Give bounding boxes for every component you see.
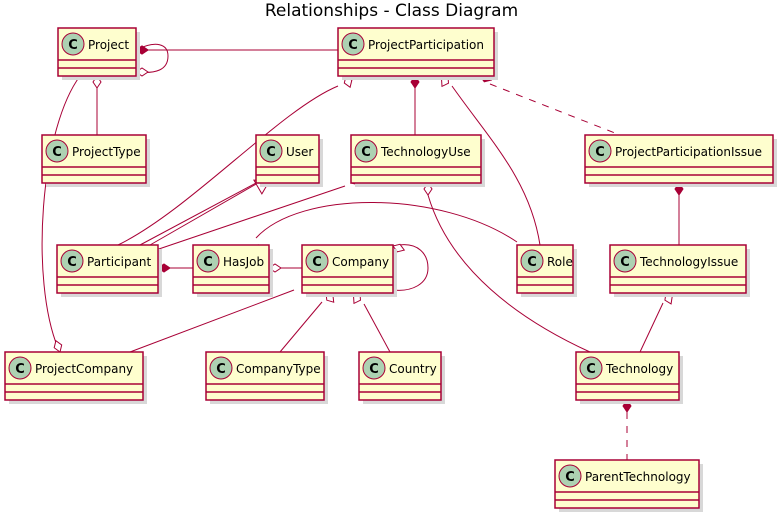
class-parent-technology: C ParentTechnology	[554, 459, 703, 512]
class-c-icon	[362, 356, 386, 380]
relations-layer	[41, 43, 680, 460]
class-has-job: C HasJob	[192, 244, 273, 297]
class-c-icon	[354, 139, 378, 163]
class-technology-use: C TechnologyUse	[350, 134, 485, 187]
relation-hasjob-role	[255, 202, 518, 243]
class-name: Company	[332, 255, 389, 269]
class-c-icon	[259, 139, 283, 163]
class-name: ProjectParticipation	[368, 38, 484, 52]
class-project-type: C ProjectType	[41, 134, 150, 187]
class-badge-letter: C	[620, 255, 630, 270]
class-badge-letter: C	[266, 145, 276, 160]
relation-project-company	[41, 75, 81, 349]
class-c-icon	[588, 139, 612, 163]
class-badge-letter: C	[565, 470, 575, 485]
class-badge-letter: C	[15, 362, 25, 377]
class-badge-letter: C	[203, 255, 213, 270]
class-technology: C Technology	[575, 351, 683, 404]
class-technology-issue: C TechnologyIssue	[609, 244, 750, 297]
class-c-icon	[558, 464, 582, 488]
class-c-icon	[613, 249, 637, 273]
class-name: ParentTechnology	[585, 470, 691, 484]
class-name: Role	[547, 255, 573, 269]
class-name: Participant	[87, 255, 152, 269]
class-badge-letter: C	[527, 255, 537, 270]
relation-project-self	[135, 43, 169, 73]
relation-company-self	[392, 244, 429, 291]
class-name: ProjectType	[72, 145, 141, 159]
relation-company-companytype	[279, 301, 323, 353]
relation-company-projectcompany	[129, 289, 295, 353]
class-badge-letter: C	[216, 362, 226, 377]
relation-technologyuse-technology	[427, 194, 591, 353]
class-c-icon	[45, 139, 69, 163]
class-box	[584, 134, 774, 184]
class-user: C User	[255, 134, 323, 187]
diagram-title: Relationships - Class Diagram	[264, 1, 519, 21]
class-badge-letter: C	[348, 38, 358, 53]
relation-pp-ppissue	[489, 83, 621, 136]
class-badge-letter: C	[68, 38, 78, 53]
relation-technologyuse-participant	[149, 185, 346, 253]
class-c-icon	[8, 356, 32, 380]
class-badge-letter: C	[67, 255, 77, 270]
class-company: C Company	[301, 244, 397, 297]
class-c-icon	[305, 249, 329, 273]
class-c-icon	[520, 249, 544, 273]
class-company-type: C CompanyType	[205, 351, 328, 404]
relation-user-participant-a	[139, 182, 257, 246]
relation-user-participant-b	[149, 182, 259, 246]
class-country: C Country	[358, 351, 445, 404]
class-c-icon	[209, 356, 233, 380]
relation-company-country	[363, 303, 391, 353]
class-name: CompanyType	[236, 362, 321, 376]
class-name: Country	[389, 362, 437, 376]
class-badge-letter: C	[586, 362, 596, 377]
class-name: TechnologyIssue	[639, 255, 738, 269]
class-c-icon	[60, 249, 84, 273]
class-badge-letter: C	[369, 362, 379, 377]
class-badge-letter: C	[52, 145, 62, 160]
class-box	[337, 27, 495, 77]
class-c-icon	[579, 356, 603, 380]
class-badge-letter: C	[595, 145, 605, 160]
class-c-icon	[196, 249, 220, 273]
class-badge-letter: C	[361, 145, 371, 160]
class-name: Project	[88, 38, 129, 52]
class-name: HasJob	[223, 255, 264, 269]
class-project-participation: C ProjectParticipation	[337, 27, 498, 80]
class-project-company: C ProjectCompany	[4, 351, 147, 404]
relation-pp-participant	[117, 85, 339, 246]
class-name: TechnologyUse	[380, 145, 471, 159]
class-role: C Role	[516, 244, 577, 297]
class-name: Technology	[605, 362, 673, 376]
class-project-participation-issue: C ProjectParticipationIssue	[584, 134, 777, 187]
class-project: C Project	[57, 27, 140, 80]
aggregation-diamond-project-company	[53, 339, 63, 353]
class-name: ProjectParticipationIssue	[615, 145, 762, 159]
class-badge-letter: C	[312, 255, 322, 270]
class-name: ProjectCompany	[35, 362, 133, 376]
class-name: User	[286, 145, 313, 159]
class-c-icon	[61, 32, 85, 56]
relation-pp-role	[451, 85, 541, 246]
relation-technologyissue-technology	[639, 302, 664, 353]
class-participant: C Participant	[56, 244, 162, 297]
class-c-icon	[341, 32, 365, 56]
